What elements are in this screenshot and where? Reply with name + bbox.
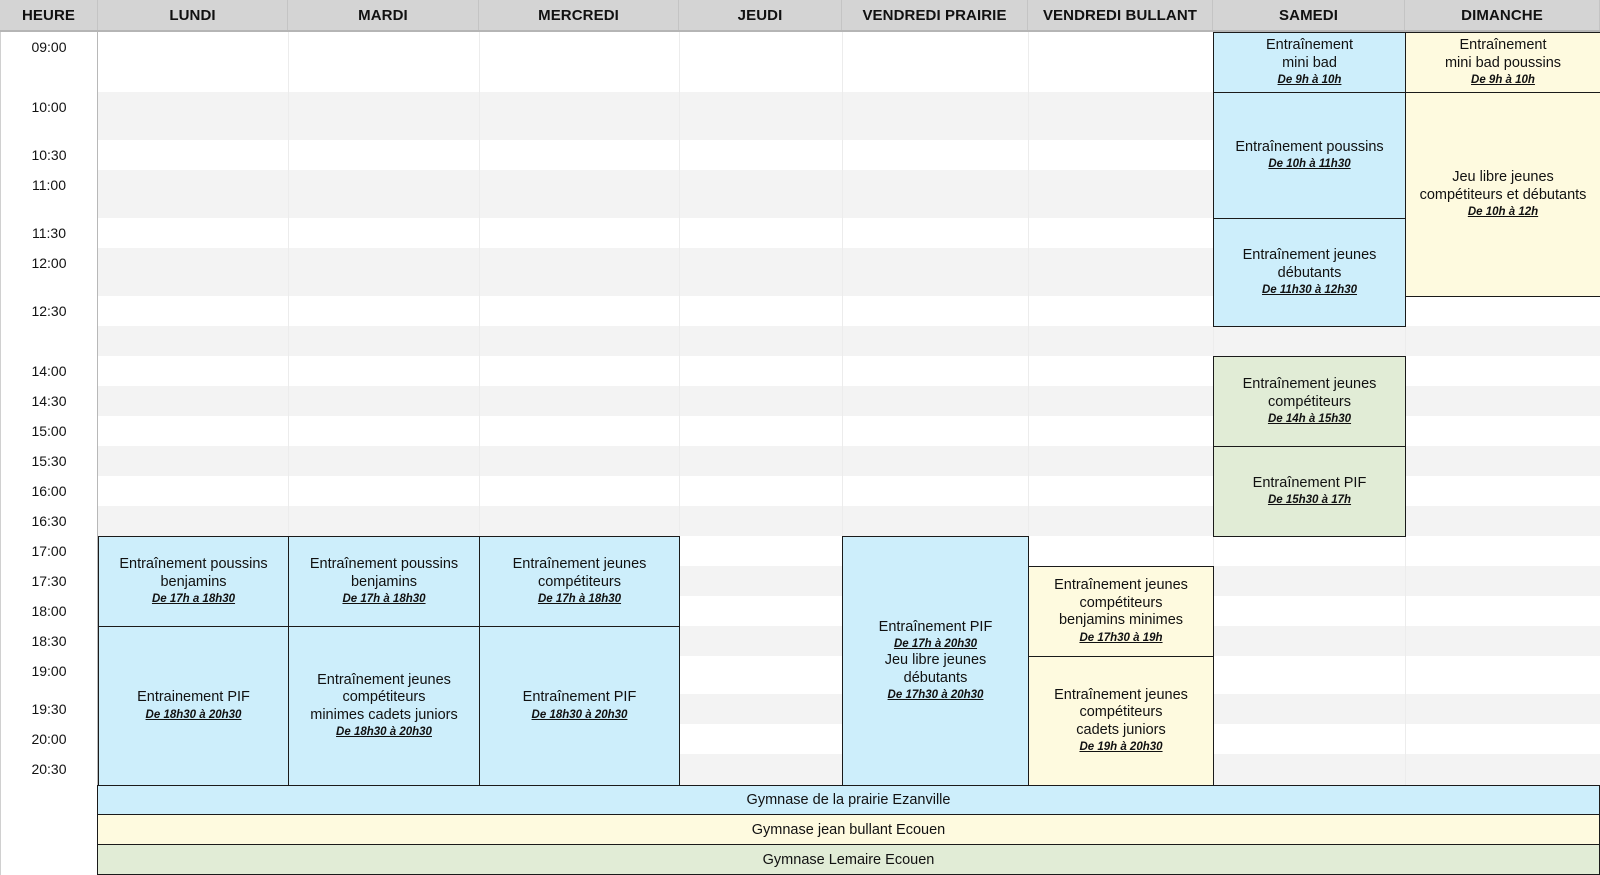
schedule-event[interactable]: Entraînement PIF De 15h30 à 17h	[1213, 446, 1406, 537]
column-line	[479, 32, 480, 785]
column-line	[1028, 32, 1029, 785]
time-label: 10:30	[31, 147, 67, 163]
legend-prairie: Gymnase de la prairie Ezanville	[97, 785, 1600, 815]
event-title: Entraînement jeunes compétiteurs	[1242, 376, 1377, 410]
time-label: 15:00	[31, 423, 67, 439]
event-title: Entraînement mini bad poussins	[1444, 37, 1562, 71]
header-jeudi: JEUDI	[679, 0, 842, 30]
time-label: 20:30	[31, 761, 67, 777]
event-time: De 9h à 10h	[1277, 74, 1342, 86]
event-title: Entraînement jeunes compétiteurs	[512, 556, 647, 590]
time-label: 19:30	[31, 701, 67, 717]
event-title: Entraînement poussins benjamins	[309, 556, 459, 590]
event-time: De 11h30 à 12h30	[1261, 284, 1358, 296]
event-time: De 17h à 18h30	[342, 593, 426, 605]
event-time: De 17h à 20h30	[893, 638, 978, 651]
schedule-event[interactable]: Entraînement poussins benjamins De 17h a …	[98, 536, 289, 627]
schedule-event[interactable]: Entraînement mini bad De 9h à 10h	[1213, 32, 1406, 93]
event-title: Entraînement PIF	[1252, 474, 1367, 491]
schedule-event[interactable]: Entraînement poussins benjamins De 17h à …	[288, 536, 480, 627]
time-label: 17:00	[31, 543, 67, 559]
legend-lemaire: Gymnase Lemaire Ecouen	[97, 845, 1600, 875]
time-label: 18:00	[31, 603, 67, 619]
event-time: De 18h30 à 20h30	[145, 708, 242, 721]
header-lundi: LUNDI	[98, 0, 288, 30]
schedule-event[interactable]: Entraînement jeunes compétiteurs benjami…	[1028, 566, 1214, 657]
event-time: De 9h à 10h	[1471, 74, 1535, 86]
event-time: De 18h30 à 20h30	[336, 726, 432, 739]
event-time: De 17h30 à 19h	[1079, 631, 1163, 644]
event-title: Entrainement PIF	[137, 689, 250, 706]
event-time: De 17h à 18h30	[537, 593, 622, 605]
time-label: 11:00	[32, 177, 66, 193]
time-label: 11:30	[32, 225, 66, 241]
event-title-secondary: Jeu libre jeunes débutants	[884, 652, 987, 686]
event-time: De 19h à 20h30	[1079, 741, 1163, 754]
header-dimanche: DIMANCHE	[1405, 0, 1600, 30]
event-time: De 10h à 11h30	[1268, 158, 1351, 171]
schedule-event[interactable]: Entraînement jeunes compétiteurs minimes…	[288, 626, 480, 786]
legend-bullant: Gymnase jean bullant Ecouen	[97, 815, 1600, 845]
time-label: 10:00	[31, 99, 67, 115]
time-label: 19:00	[31, 663, 67, 679]
schedule-event[interactable]: Entraînement poussins De 10h à 11h30	[1213, 92, 1406, 219]
header-vendredi-prairie: VENDREDI PRAIRIE	[842, 0, 1028, 30]
time-label: 15:30	[31, 453, 67, 469]
time-label: 16:00	[31, 483, 67, 499]
event-title: Entraînement poussins benjamins	[119, 556, 268, 590]
header-vendredi-bullant: VENDREDI BULLANT	[1028, 0, 1213, 30]
event-time-secondary: De 17h30 à 20h30	[887, 689, 984, 702]
schedule-event[interactable]: Jeu libre jeunes compétiteurs et débutan…	[1405, 92, 1600, 297]
time-label: 17:30	[31, 573, 67, 589]
schedule-event[interactable]: Entraînement PIF De 18h30 à 20h30	[479, 626, 680, 786]
row-band	[98, 326, 1600, 356]
column-line	[842, 32, 843, 785]
time-label: 16:30	[31, 513, 67, 529]
schedule-event[interactable]: Entraînement jeunes débutants De 11h30 à …	[1213, 218, 1406, 327]
event-title: Jeu libre jeunes compétiteurs et débutan…	[1419, 169, 1587, 203]
event-time: De 14h à 15h30	[1267, 413, 1352, 425]
header-divider	[0, 30, 1600, 32]
time-label: 18:30	[31, 633, 67, 649]
header-mercredi: MERCREDI	[479, 0, 679, 30]
header-samedi: SAMEDI	[1213, 0, 1405, 30]
event-title: Entraînement jeunes débutants	[1242, 247, 1377, 281]
time-label: 09:00	[31, 39, 67, 55]
event-title: Entraînement jeunes compétiteurs minimes…	[310, 671, 458, 723]
time-label: 14:30	[31, 393, 67, 409]
time-label: 12:00	[31, 255, 67, 271]
schedule-event[interactable]: Entrainement PIF De 18h30 à 20h30	[98, 626, 289, 786]
hour-column-divider	[97, 32, 98, 875]
grid-left-border	[0, 30, 1, 875]
event-time: De 18h30 à 20h30	[531, 708, 628, 721]
event-time: De 10h à 12h	[1467, 206, 1539, 218]
column-line	[679, 32, 680, 785]
schedule-event[interactable]: Entraînement mini bad poussins De 9h à 10…	[1405, 32, 1600, 93]
header-mardi: MARDI	[288, 0, 479, 30]
time-label: 14:00	[31, 363, 67, 379]
event-title: Entraînement PIF	[878, 618, 993, 635]
schedule-event[interactable]: Entraînement jeunes compétiteurs De 14h à…	[1213, 356, 1406, 447]
event-title: Entraînement PIF	[522, 689, 637, 706]
event-time: De 17h a 18h30	[151, 593, 236, 605]
event-title: Entraînement jeunes compétiteurs cadets …	[1054, 686, 1188, 738]
schedule-event[interactable]: Entraînement jeunes compétiteurs cadets …	[1028, 656, 1214, 786]
event-title: Entraînement jeunes compétiteurs benjami…	[1054, 577, 1188, 629]
column-line	[288, 32, 289, 785]
time-label: 12:30	[31, 303, 67, 319]
header-heure: HEURE	[0, 0, 98, 30]
event-title: Entraînement mini bad	[1265, 37, 1354, 71]
event-title: Entraînement poussins	[1235, 138, 1384, 155]
schedule-event[interactable]: Entraînement jeunes compétiteurs De 17h à…	[479, 536, 680, 627]
time-label: 20:00	[31, 731, 67, 747]
event-time: De 15h30 à 17h	[1267, 494, 1352, 507]
